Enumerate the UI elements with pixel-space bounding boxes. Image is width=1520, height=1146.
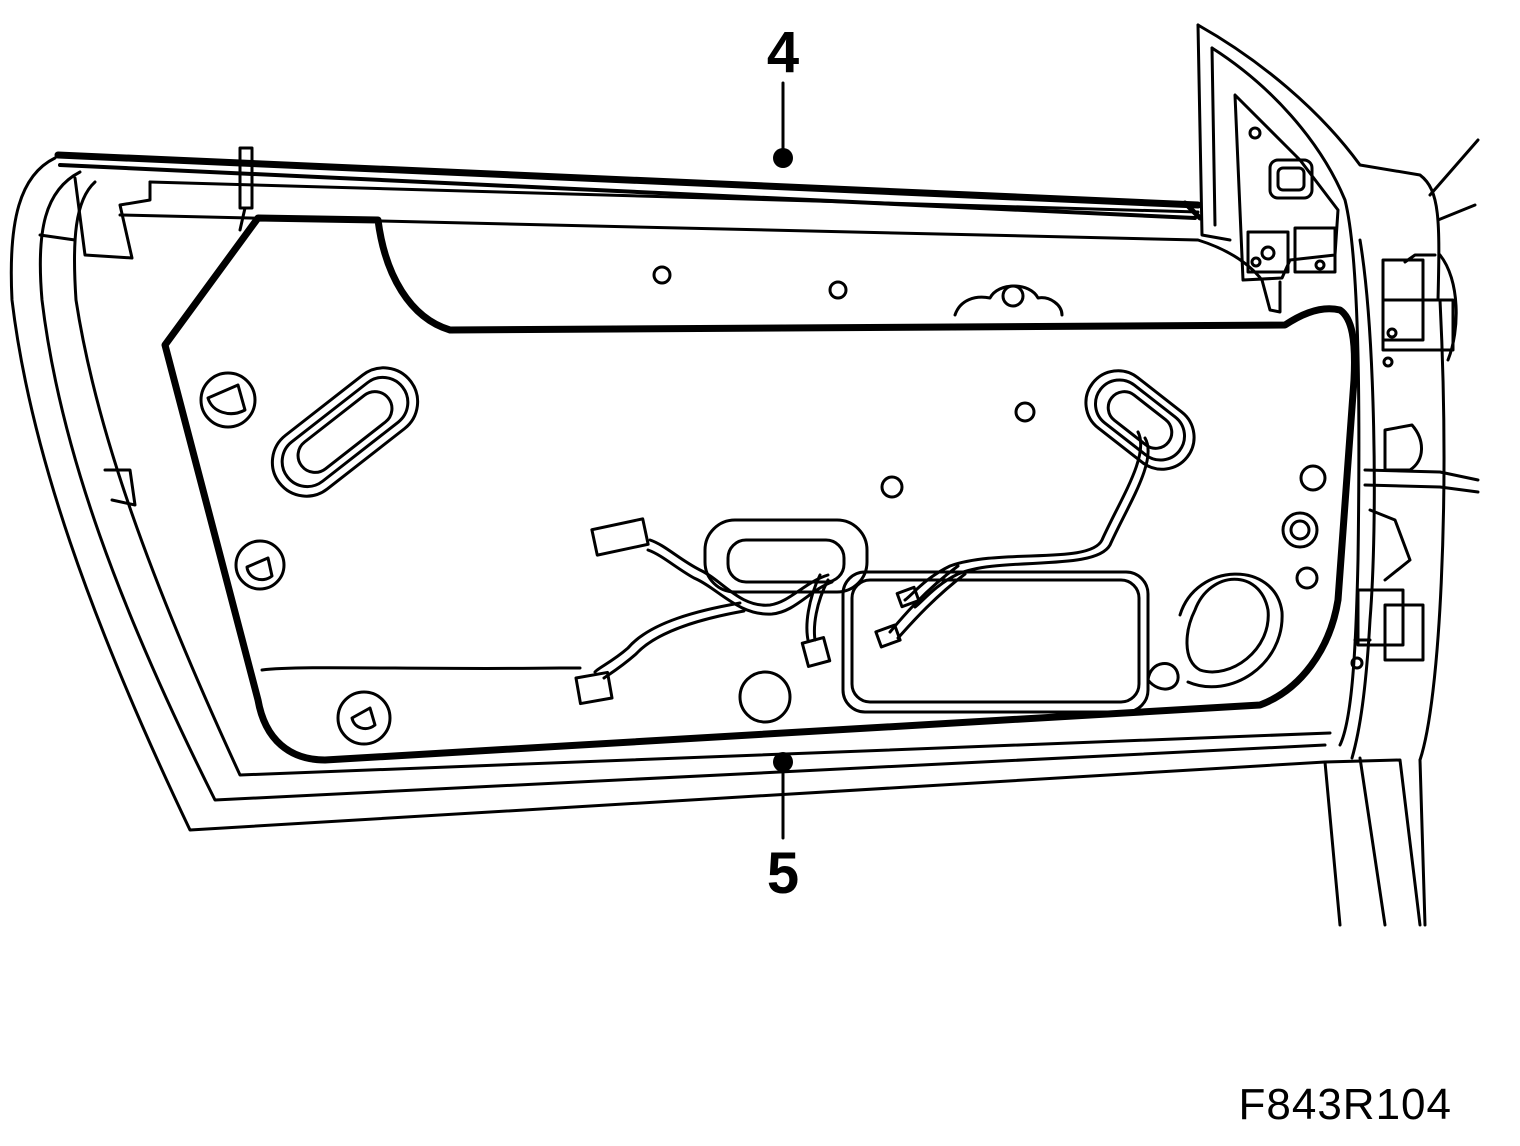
harness-connectors [574, 517, 921, 706]
door-outer-frame [9, 23, 1480, 927]
retaining-pin [238, 146, 254, 232]
callout-4-dot [773, 148, 793, 168]
callout-4-label: 4 [767, 20, 799, 85]
figure-code: F843R104 [1238, 1080, 1452, 1129]
callout-5-dot [773, 752, 793, 772]
panel-features [199, 265, 1327, 746]
window-seal-strip [54, 151, 1203, 221]
wiring-harness [593, 430, 1150, 680]
callout-5-label: 5 [767, 841, 799, 906]
hinge-hardware [1233, 93, 1480, 670]
inner-panel-seal [161, 214, 1358, 764]
